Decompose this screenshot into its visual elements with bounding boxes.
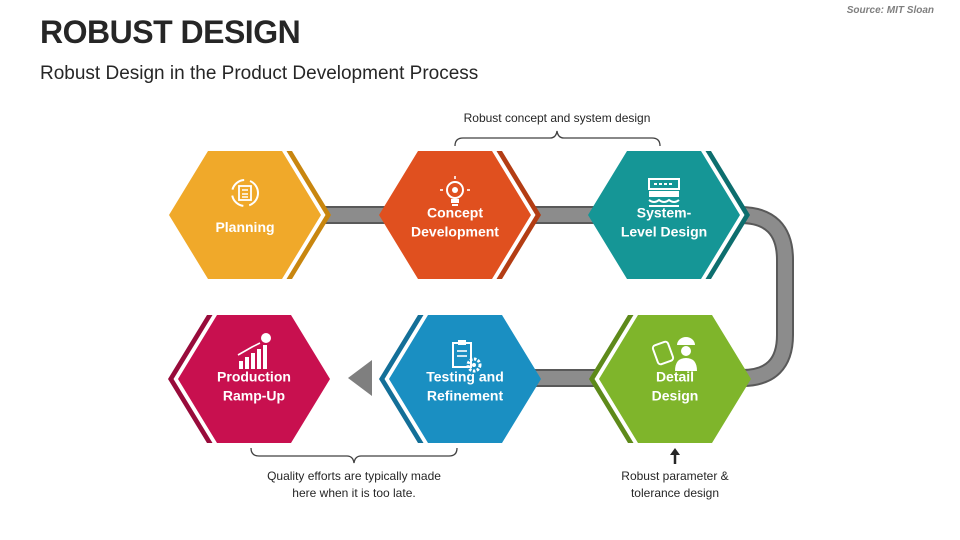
bottom-brace-label-line1: Quality efforts are typically made [267, 469, 441, 483]
stage-system-hexagon [588, 151, 740, 279]
stage-production-label-line2: Ramp-Up [223, 388, 285, 404]
top-brace: Robust concept and system design [454, 111, 661, 147]
bottom-brace-label-line2: here when it is too late. [292, 486, 415, 500]
bottom-brace: Quality efforts are typically made here … [250, 447, 458, 500]
stage-detail-hexagon [599, 315, 751, 443]
stage-concept-hexagon [379, 151, 531, 279]
arrow-note-line2: tolerance design [631, 486, 719, 500]
arrow-note-line1: Robust parameter & [621, 469, 728, 483]
top-brace-label: Robust concept and system design [464, 111, 651, 125]
connector-track [300, 206, 794, 396]
stage-concept-label-line2: Development [411, 224, 499, 240]
engineer-icon [651, 337, 697, 371]
stage-testing-label-line2: Refinement [427, 388, 504, 404]
gear-cycle-checklist-icon [231, 179, 259, 207]
machine-icon [648, 178, 680, 207]
stage-production-label-line1: Production [217, 369, 291, 385]
parameter-arrow: Robust parameter & tolerance design [621, 448, 729, 500]
stage-testing-hexagon [389, 315, 541, 443]
page-title: ROBUST DESIGN [40, 14, 301, 50]
bar-chart-growth-icon [237, 333, 271, 369]
stage-planning: Planning [169, 151, 331, 279]
lightbulb-gear-icon [440, 176, 470, 206]
stage-testing-label-line1: Testing and [426, 369, 504, 385]
stage-production-hexagon [178, 315, 330, 443]
clipboard-gear-icon [452, 340, 482, 373]
stage-system-label-line1: System- [637, 205, 692, 221]
stage-planning-label-line1: Planning [215, 219, 274, 235]
stage-concept-label-line1: Concept [427, 205, 483, 221]
stage-detail-label-line1: Detail [656, 369, 694, 385]
stage-system: System- Level Design [588, 151, 750, 279]
source-credit: Source: MIT Sloan [846, 5, 934, 16]
stage-detail-label-line2: Design [652, 388, 699, 404]
stage-system-label-line2: Level Design [621, 224, 707, 240]
flow-arrowhead [348, 360, 372, 396]
page-subtitle: Robust Design in the Product Development… [40, 63, 479, 84]
stage-planning-hexagon [169, 151, 321, 279]
